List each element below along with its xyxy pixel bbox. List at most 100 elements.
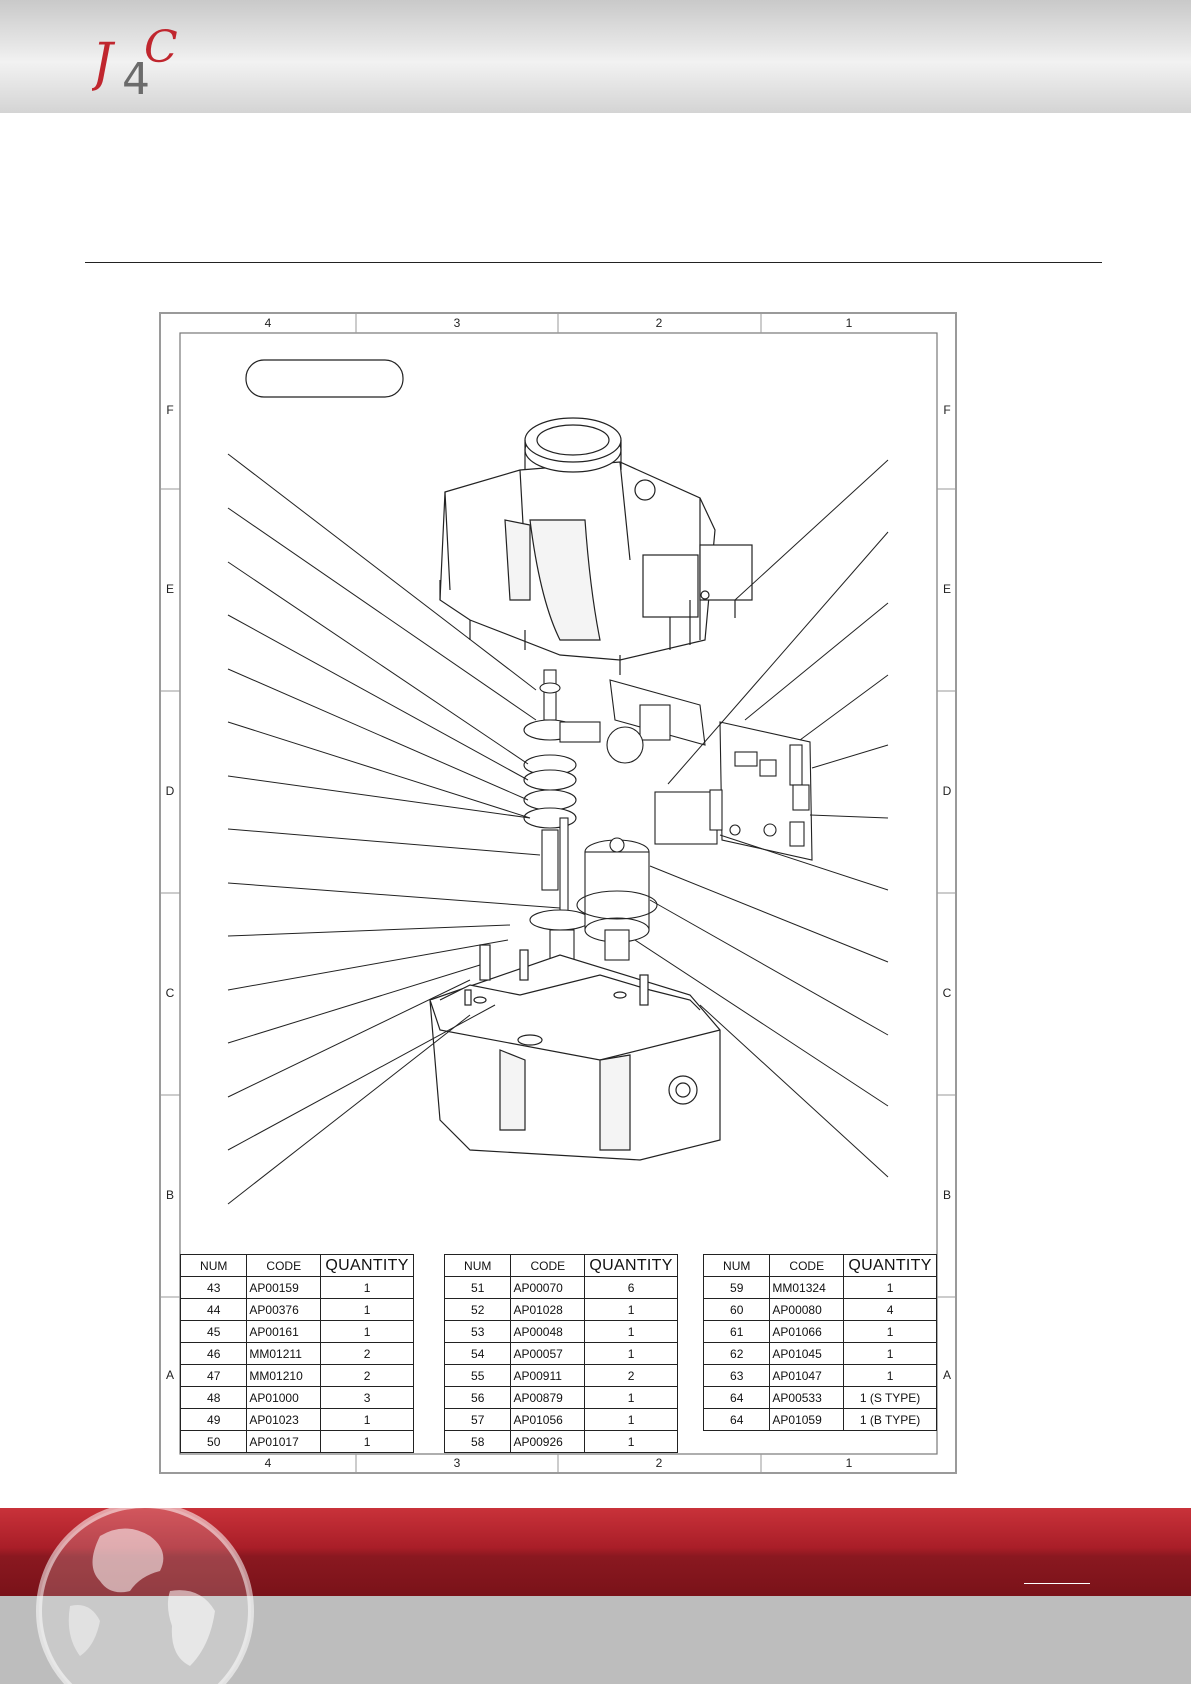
cell-quantity: 1 xyxy=(843,1342,937,1365)
cell-num: 44 xyxy=(179,1298,248,1321)
col-header-quantity: QUANTITY xyxy=(584,1254,678,1277)
cell-quantity: 1 xyxy=(584,1320,678,1343)
zone-row-c-right: C xyxy=(943,986,952,1000)
cell-num: 43 xyxy=(179,1276,248,1299)
cell-code: AP00161 xyxy=(246,1320,322,1343)
cell-quantity: 2 xyxy=(320,1342,414,1365)
cell-quantity: 1 xyxy=(584,1430,678,1453)
cell-quantity: 1 xyxy=(320,1276,414,1299)
cell-quantity: 1 (S TYPE) xyxy=(843,1386,937,1409)
svg-text:C: C xyxy=(144,22,178,73)
zone-col-4-top: 4 xyxy=(265,316,272,330)
globe-icon xyxy=(30,1496,260,1684)
cell-num: 55 xyxy=(443,1364,512,1387)
cell-code: AP01000 xyxy=(246,1386,322,1409)
zone-row-a-right: A xyxy=(943,1368,951,1382)
col-header-code: CODE xyxy=(246,1254,322,1277)
col-header-quantity: QUANTITY xyxy=(843,1254,937,1277)
zone-row-f-right: F xyxy=(943,403,950,417)
zone-row-d-right: D xyxy=(943,784,952,798)
svg-text:4: 4 xyxy=(122,54,150,102)
col-header-quantity: QUANTITY xyxy=(320,1254,414,1277)
cell-num: 47 xyxy=(179,1364,248,1387)
cell-quantity: 4 xyxy=(843,1298,937,1321)
cell-quantity: 1 (B TYPE) xyxy=(843,1408,937,1431)
cell-code: AP00533 xyxy=(769,1386,845,1409)
cell-code: AP01023 xyxy=(246,1408,322,1431)
cell-quantity: 1 xyxy=(584,1408,678,1431)
cell-quantity: 1 xyxy=(584,1342,678,1365)
cell-quantity: 1 xyxy=(584,1386,678,1409)
cell-num: 60 xyxy=(702,1298,771,1321)
cell-num: 58 xyxy=(443,1430,512,1453)
leader-lines-left xyxy=(227,453,561,1205)
zone-row-c-left: C xyxy=(166,986,175,1000)
cell-code: AP01059 xyxy=(769,1408,845,1431)
cell-quantity: 1 xyxy=(320,1408,414,1431)
zone-col-3-top: 3 xyxy=(454,316,461,330)
shaft-and-cams xyxy=(523,669,601,1009)
zone-row-e-left: E xyxy=(166,582,174,596)
zone-row-b-right: B xyxy=(943,1188,951,1202)
zone-row-a-left: A xyxy=(166,1368,174,1382)
cell-quantity: 1 xyxy=(320,1430,414,1453)
cell-quantity: 1 xyxy=(843,1364,937,1387)
zone-col-2-bottom: 2 xyxy=(656,1456,663,1470)
cell-quantity: 1 xyxy=(843,1276,937,1299)
page-header-band: J 4 C xyxy=(0,0,1191,113)
cell-quantity: 2 xyxy=(584,1364,678,1387)
cell-quantity: 1 xyxy=(320,1298,414,1321)
cell-num: 59 xyxy=(702,1276,771,1299)
cell-code: AP01028 xyxy=(510,1298,586,1321)
zone-row-e-right: E xyxy=(943,582,951,596)
cell-code: AP00911 xyxy=(510,1364,586,1387)
zone-row-b-left: B xyxy=(166,1188,174,1202)
cell-num: 51 xyxy=(443,1276,512,1299)
cell-num: 57 xyxy=(443,1408,512,1431)
cell-code: AP00070 xyxy=(510,1276,586,1299)
cell-num: 45 xyxy=(179,1320,248,1343)
cell-code: AP00080 xyxy=(769,1298,845,1321)
cell-num: 49 xyxy=(179,1408,248,1431)
footer-link-underline xyxy=(1024,1583,1090,1584)
cell-num: 56 xyxy=(443,1386,512,1409)
zone-row-d-left: D xyxy=(166,784,175,798)
cell-code: AP00879 xyxy=(510,1386,586,1409)
cell-code: AP00048 xyxy=(510,1320,586,1343)
actuator-base xyxy=(429,944,721,1161)
cell-num: 52 xyxy=(443,1298,512,1321)
zone-col-3-bottom: 3 xyxy=(454,1456,461,1470)
col-header-code: CODE xyxy=(510,1254,586,1277)
leader-lines-right xyxy=(634,459,889,1178)
cell-quantity: 1 xyxy=(584,1298,678,1321)
cell-num: 50 xyxy=(179,1430,248,1453)
cell-quantity: 2 xyxy=(320,1364,414,1387)
motor-assembly xyxy=(576,837,658,961)
cell-code: AP01066 xyxy=(769,1320,845,1343)
electronic-boards xyxy=(606,679,813,861)
cell-code: AP01045 xyxy=(769,1342,845,1365)
cell-code: AP01056 xyxy=(510,1408,586,1431)
cell-num: 54 xyxy=(443,1342,512,1365)
header-divider xyxy=(85,262,1102,263)
